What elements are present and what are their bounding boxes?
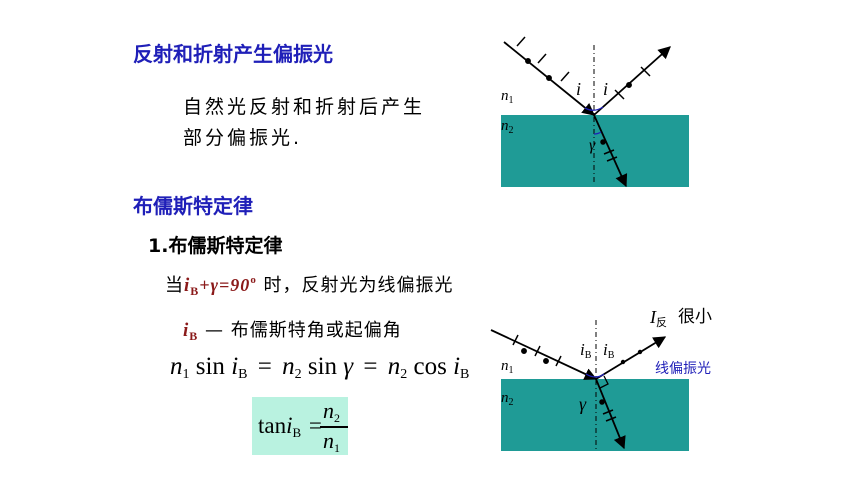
eq-n2: n [282,353,295,380]
diagram2-label-small: 很小 [678,307,712,327]
diagram1-label-n2: n2 [501,118,514,136]
eq-n1: n [170,353,183,380]
eq-equals-2: = [363,353,378,380]
section2-title: 布儒斯特定律 [133,194,253,218]
section1-body-line2: 部分偏振光. [183,127,303,149]
tan-den-sub: 1 [334,441,340,455]
condition-plus-gamma: +γ=90 [199,275,251,295]
tan-numerator: n2 [323,398,340,426]
diagram2-angle-gamma: γ [579,394,587,414]
diagram2-label-n2: n2 [501,390,514,408]
eq-n1-sub: 1 [182,367,190,382]
diagram2-medium2 [501,379,689,451]
def-i: i [183,320,190,341]
eq-cos: cos [413,353,447,380]
diagram2-angle-arc [585,373,605,378]
diagram2-label-n1: n1 [501,358,514,376]
condition-i: i [184,275,191,296]
tan-formula-left: taniB = [258,413,322,441]
eq-gamma: γ [343,353,354,380]
tan-num-n: n [323,398,334,423]
diagram1-refracted-ray [593,114,628,188]
section2-subtitle: 1.布儒斯特定律 [148,235,283,257]
diagram2-incident-ray [490,329,598,380]
condition-sub-b: B [190,284,200,298]
diagram1-refracted-ticks [600,139,618,162]
eq-b-1: B [238,367,248,382]
condition-suffix: 时，反射光为线偏振光 [256,275,454,296]
diagram1-reflected-ray [593,46,671,116]
eq-n2-sub: 2 [294,367,302,382]
diagram1-medium2 [501,115,689,187]
condition-degree: o [250,274,257,286]
brewster-equation: n1 sin iB = n2 sin γ = n2 cos iB [170,353,469,383]
diagram2-refracted-ticks [599,399,617,422]
def-text: — 布儒斯特角或起偏角 [198,320,402,341]
def-sub: B [189,329,199,343]
eq-sin-1: sin [195,353,225,380]
diagram2-refracted-ray [595,378,626,450]
diagram2-right-angle-mark [599,375,609,389]
section1-body-line1: 自然光反射和折射后产生 [183,96,426,118]
diagram1-incident-ticks [516,36,570,82]
tan-num-sub: 2 [334,411,340,425]
eq-equals-1: = [257,353,272,380]
tan-i: i [286,413,293,438]
tan-equals: = [308,413,322,438]
brewster-angle-definition: iB — 布儒斯特角或起偏角 [183,316,402,344]
condition-prefix: 当 [165,275,184,296]
eq-i-1: i [231,353,239,380]
diagram2-label-polarized: 线偏振光 [655,361,711,377]
diagram2-angle-ib-left: iB [580,340,592,361]
diagram1-angle-gamma: γ [589,137,596,154]
tan-b: B [292,425,302,440]
tan-fraction-bar [320,426,348,428]
brewster-condition: 当iB+γ=90o 时，反射光为线偏振光 [165,271,454,299]
diagram2: iB iB γ n1 n2 I反 很小 线偏振光 [490,307,712,452]
diagram2-angle-ib-right: iB [603,340,615,361]
diagram1-angle-i-left: i [576,79,581,99]
diagram1-reflected-ticks [614,66,651,100]
diagram1-label-n1: n1 [501,88,514,106]
diagram2-incident-ticks [512,334,562,367]
tan-label: tan [258,413,287,438]
tan-denominator: n1 [323,428,340,456]
section1-title: 反射和折射产生偏振光 [133,42,333,66]
diagram1-refraction-arc [593,131,602,135]
eq-sin-2: sin [307,353,338,380]
diagram2-reflected-dots [620,349,643,365]
diagram1-angle-i-right: i [603,79,608,99]
diagram1-angle-arc [584,106,604,111]
diagram1: i i γ n1 n2 [501,36,689,188]
eq-b-2: B [460,367,470,382]
eq-n2-sub-b: 2 [400,367,408,382]
diagram2-label-i-reflected: I反 [649,307,667,329]
eq-n2-b: n [387,353,401,380]
tan-den-n: n [323,428,334,453]
eq-i-2: i [453,353,461,380]
diagram2-reflected-ray [595,336,667,380]
